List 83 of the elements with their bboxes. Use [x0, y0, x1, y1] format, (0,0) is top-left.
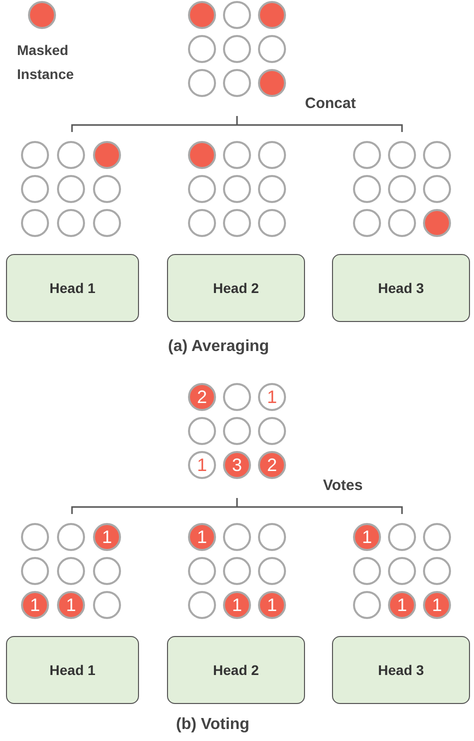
instance-circle [258, 175, 286, 203]
bracket-label: Concat [305, 95, 356, 112]
instance-circle [57, 175, 85, 203]
instance-circle [353, 591, 381, 619]
caption: (b) Voting [176, 716, 250, 734]
head-box: Head 2 [167, 254, 305, 322]
instance-circle [223, 523, 251, 551]
masked-instance-circle [258, 1, 286, 29]
instance-circle [57, 523, 85, 551]
instance-circle [258, 35, 286, 63]
instance-circle [258, 141, 286, 169]
instance-circle [423, 175, 451, 203]
bracket-label: Votes [323, 477, 363, 494]
instance-circle [223, 209, 251, 237]
instance-circle [188, 591, 216, 619]
instance-circle [188, 69, 216, 97]
vote-count-circle: 1 [93, 523, 121, 551]
masked-instance-circle [188, 1, 216, 29]
instance-circle [188, 557, 216, 585]
instance-circle [93, 591, 121, 619]
instance-circle [388, 557, 416, 585]
instance-circle [57, 557, 85, 585]
head-box: Head 2 [167, 636, 305, 704]
instance-circle [223, 35, 251, 63]
instance-circle [423, 141, 451, 169]
legend-label: Masked Instance [17, 41, 75, 84]
instance-circle [223, 175, 251, 203]
masked-instance-circle [423, 209, 451, 237]
instance-circle [57, 141, 85, 169]
instance-circle [258, 557, 286, 585]
vote-count-circle: 1 [188, 523, 216, 551]
instance-circle [258, 523, 286, 551]
vote-count-circle: 1 [57, 591, 85, 619]
instance-circle [258, 209, 286, 237]
masked-instance-circle [258, 69, 286, 97]
instance-circle [258, 417, 286, 445]
instance-circle [353, 175, 381, 203]
instance-circle [423, 523, 451, 551]
instance-circle [223, 383, 251, 411]
instance-circle [93, 209, 121, 237]
instance-circle [353, 209, 381, 237]
instance-circle [388, 523, 416, 551]
instance-circle [188, 417, 216, 445]
vote-count-circle: 1 [223, 591, 251, 619]
instance-circle [223, 141, 251, 169]
vote-count-circle: 1 [258, 591, 286, 619]
instance-circle [93, 175, 121, 203]
instance-circle [188, 35, 216, 63]
instance-circle [21, 141, 49, 169]
head-box: Head 3 [332, 254, 470, 322]
instance-circle [388, 141, 416, 169]
vote-count-circle: 3 [223, 451, 251, 479]
vote-count-circle: 1 [388, 591, 416, 619]
instance-circle [57, 209, 85, 237]
instance-circle [21, 175, 49, 203]
masked-instance-circle [188, 141, 216, 169]
instance-circle [188, 175, 216, 203]
instance-circle [423, 557, 451, 585]
instance-circle [93, 557, 121, 585]
vote-count-circle: 2 [258, 451, 286, 479]
vote-count-circle: 1 [423, 591, 451, 619]
caption: (a) Averaging [168, 338, 270, 356]
vote-count-circle: 1 [353, 523, 381, 551]
vote-count-circle: 1 [21, 591, 49, 619]
instance-circle [21, 209, 49, 237]
instance-circle [223, 417, 251, 445]
head-box: Head 3 [332, 636, 470, 704]
instance-circle [223, 557, 251, 585]
instance-circle [388, 175, 416, 203]
instance-circle [353, 141, 381, 169]
instance-circle [353, 557, 381, 585]
vote-count-circle: 2 [188, 383, 216, 411]
vote-count-circle: 1 [258, 383, 286, 411]
head-box: Head 1 [6, 636, 139, 704]
masked-instance-circle [93, 141, 121, 169]
instance-circle [21, 557, 49, 585]
instance-circle [223, 69, 251, 97]
instance-circle [223, 1, 251, 29]
instance-circle [188, 209, 216, 237]
instance-circle [388, 209, 416, 237]
head-box: Head 1 [6, 254, 139, 322]
instance-circle [21, 523, 49, 551]
vote-count-circle: 1 [188, 451, 216, 479]
